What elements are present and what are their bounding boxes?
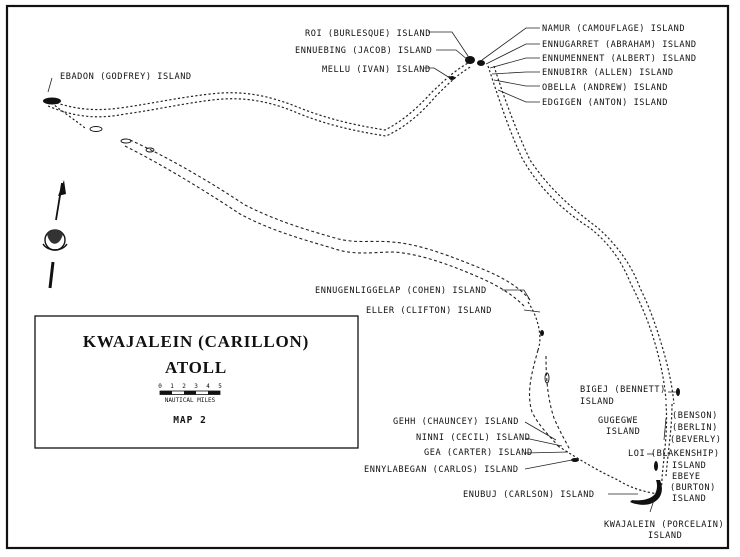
label-ennubirr: ENNUBIRR (ALLEN) ISLAND (542, 68, 674, 78)
title-box: KWAJALEIN (CARILLON) ATOLL 0 1 2 3 4 5 N… (34, 315, 359, 449)
label-bigej-2: ISLAND (580, 397, 614, 407)
map-border (5, 4, 730, 550)
label-kwajalein-1: KWAJALEIN (PORCELAIN) (604, 520, 724, 530)
islands (43, 56, 680, 505)
label-ennuebing: ENNUEBING (JACOB) ISLAND (295, 46, 432, 56)
atoll-reef (47, 61, 675, 499)
label-ennugenliggelap: ENNUGENLIGGELAP (COHEN) ISLAND (315, 286, 487, 296)
map-number: MAP 2 (173, 415, 207, 426)
label-kwajalein-2: ISLAND (648, 531, 682, 541)
ennylabegan-island (571, 458, 579, 462)
kwajalein-island (630, 480, 662, 505)
mellu-island (449, 76, 455, 80)
island-labels: ROI (BURLESQUE) ISLAND ENNUEBING (JACOB)… (60, 24, 724, 541)
svg-text:4: 4 (206, 383, 210, 390)
svg-text:0: 0 (158, 383, 162, 390)
label-ebadon: EBADON (GODFREY) ISLAND (60, 72, 192, 82)
ebeye-island (654, 461, 658, 471)
svg-text:3: 3 (194, 383, 198, 390)
label-ennylabegan: ENNYLABEGAN (CARLOS) ISLAND (364, 465, 519, 475)
label-mellu: MELLU (IVAN) ISLAND (322, 65, 431, 75)
svg-text:2: 2 (182, 383, 186, 390)
label-bigej-1: BIGEJ (BENNETT) (580, 385, 666, 395)
label-gugegwe-2: ISLAND (606, 427, 640, 437)
label-edgigen: EDGIGEN (ANTON) ISLAND (542, 98, 668, 108)
label-eller: ELLER (CLIFTON) ISLAND (366, 306, 492, 316)
map-title-line2: ATOLL (165, 358, 227, 377)
north-arrow-icon (42, 180, 68, 289)
bigej-island (676, 388, 680, 396)
map-title-line1: KWAJALEIN (CARILLON) (83, 332, 309, 351)
label-gea: GEA (CARTER) ISLAND (424, 448, 533, 458)
label-ennumennent: ENNUMENNENT (ALBERT) ISLAND (542, 54, 697, 64)
label-loi-2: ISLAND (672, 461, 706, 471)
roi-island (465, 56, 475, 64)
label-ennugarret: ENNUGARRET (ABRAHAM) ISLAND (542, 40, 697, 50)
namur-island (477, 60, 485, 66)
scale-bar: 0 1 2 3 4 5 NAUTICAL MILES (158, 383, 222, 404)
svg-text:5: 5 (218, 383, 222, 390)
label-roi: ROI (BURLESQUE) ISLAND (305, 29, 431, 39)
label-ninni: NINNI (CECIL) ISLAND (416, 433, 530, 443)
label-benson: (BENSON) (672, 411, 718, 421)
label-gehh: GEHH (CHAUNCEY) ISLAND (393, 417, 519, 427)
leader-lines (47, 27, 676, 513)
label-loi-1: LOI (BLAKENSHIP) (628, 449, 720, 459)
label-ebeye-2: (BURTON) (670, 483, 716, 493)
ebadon-island (43, 97, 61, 105)
label-obella: OBELLA (ANDREW) ISLAND (542, 83, 668, 93)
label-gugegwe-1: GUGEGWE (598, 416, 638, 426)
label-ebeye-1: EBEYE (672, 472, 701, 482)
label-beverly: (BEVERLY) (670, 435, 722, 445)
label-berlin: (BERLIN) (672, 423, 718, 433)
label-namur: NAMUR (CAMOUFLAGE) ISLAND (542, 24, 685, 34)
scale-unit: NAUTICAL MILES (165, 397, 216, 404)
svg-text:1: 1 (170, 383, 174, 390)
label-ebeye-3: ISLAND (672, 494, 706, 504)
label-enubuj: ENUBUJ (CARLSON) ISLAND (463, 490, 595, 500)
